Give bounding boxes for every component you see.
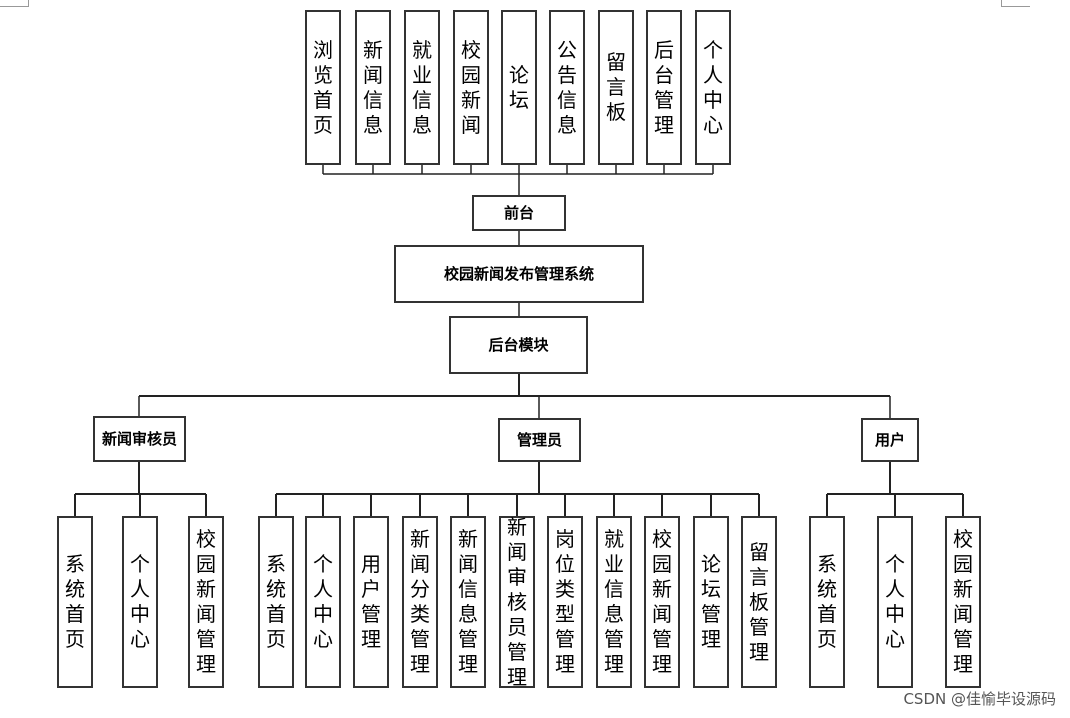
watermark: CSDN @佳愉毕设源码 xyxy=(903,690,1056,708)
reviewer-module-box: 系统首页 xyxy=(57,516,93,688)
user-module-box: 校园新闻管理 xyxy=(945,516,981,688)
page-corner-mark xyxy=(0,0,29,7)
admin-module-box: 论坛管理 xyxy=(693,516,729,688)
system-root-node: 校园新闻发布管理系统 xyxy=(394,245,644,303)
frontend-module-box: 就业信息 xyxy=(404,10,440,165)
backend-label: 后台模块 xyxy=(488,336,549,354)
frontend-label: 前台 xyxy=(503,204,534,222)
role-node-admin: 管理员 xyxy=(498,418,581,462)
admin-module-box: 个人中心 xyxy=(305,516,341,688)
backend-node: 后台模块 xyxy=(449,316,588,374)
frontend-module-box: 留言板 xyxy=(598,10,634,165)
frontend-module-box: 公告信息 xyxy=(549,10,585,165)
role-label-reviewer: 新闻审核员 xyxy=(101,430,177,448)
user-module-box: 系统首页 xyxy=(809,516,845,688)
frontend-module-box: 后台管理 xyxy=(646,10,682,165)
role-node-reviewer: 新闻审核员 xyxy=(93,416,186,462)
frontend-module-box: 校园新闻 xyxy=(453,10,489,165)
frontend-module-box: 浏览首页 xyxy=(305,10,341,165)
role-label-user: 用户 xyxy=(874,431,905,449)
admin-module-box: 校园新闻管理 xyxy=(644,516,680,688)
page-corner-mark xyxy=(1001,0,1030,7)
admin-module-box: 岗位类型管理 xyxy=(547,516,583,688)
admin-module-box: 新闻信息管理 xyxy=(450,516,486,688)
frontend-module-box: 论坛 xyxy=(501,10,537,165)
frontend-module-box: 个人中心 xyxy=(695,10,731,165)
admin-module-box: 留言板管理 xyxy=(741,516,777,688)
reviewer-module-box: 校园新闻管理 xyxy=(188,516,224,688)
reviewer-module-box: 个人中心 xyxy=(122,516,158,688)
frontend-module-box: 新闻信息 xyxy=(355,10,391,165)
admin-module-box: 新闻审核员管理 xyxy=(499,515,535,689)
admin-module-box: 用户管理 xyxy=(353,516,389,688)
admin-module-box: 系统首页 xyxy=(258,516,294,688)
user-module-box: 个人中心 xyxy=(877,516,913,688)
role-node-user: 用户 xyxy=(861,418,919,462)
frontend-node: 前台 xyxy=(472,195,566,231)
admin-module-box: 就业信息管理 xyxy=(596,516,632,688)
role-label-admin: 管理员 xyxy=(516,431,562,449)
system-title: 校园新闻发布管理系统 xyxy=(443,265,594,283)
admin-module-box: 新闻分类管理 xyxy=(402,516,438,688)
